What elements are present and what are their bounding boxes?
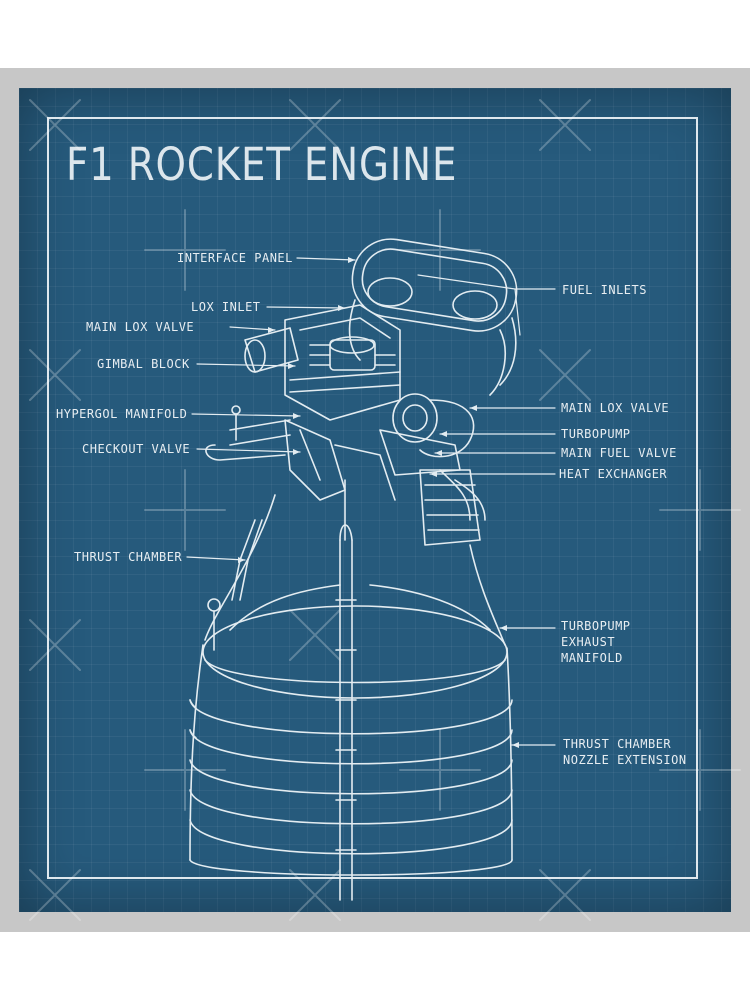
label-heat-exchanger: HEAT EXCHANGER: [559, 467, 668, 481]
label-turbopump-exhaust-manifold: TURBOPUMP EXHAUST MANIFOLD: [561, 618, 631, 666]
label-main-lox-valve-right: MAIN LOX VALVE: [561, 401, 670, 415]
label-interface-panel: INTERFACE PANEL: [177, 251, 293, 265]
label-main-fuel-valve: MAIN FUEL VALVE: [561, 446, 677, 460]
thrust-chamber-bell: [189, 494, 513, 876]
label-main-lox-valve-left: MAIN LOX VALVE: [86, 320, 195, 334]
label-fuel-inlets: FUEL INLETS: [562, 283, 647, 297]
label-line: THRUST CHAMBER: [563, 737, 672, 751]
label-line: MANIFOLD: [561, 651, 623, 665]
fuel-inlets-duct: [348, 238, 518, 396]
label-nozzle-extension: THRUST CHAMBER NOZZLE EXTENSION: [563, 736, 687, 768]
label-hypergol-manifold: HYPERGOL MANIFOLD: [56, 407, 188, 421]
label-line: NOZZLE EXTENSION: [563, 753, 687, 767]
registration-marks: [29, 99, 741, 921]
diagram-title: F1 ROCKET ENGINE: [66, 138, 458, 191]
label-lox-inlet: LOX INLET: [191, 300, 261, 314]
leader-arrowheads: [238, 257, 519, 748]
label-thrust-chamber: THRUST CHAMBER: [74, 550, 183, 564]
leader-lines: [186, 257, 556, 746]
label-line: EXHAUST: [561, 635, 616, 649]
top-margin: [0, 0, 750, 68]
label-turbopump: TURBOPUMP: [561, 427, 631, 441]
blueprint-border: [47, 117, 698, 879]
label-checkout-valve: CHECKOUT VALVE: [82, 442, 191, 456]
bottom-margin: [0, 932, 750, 1000]
label-gimbal-block: GIMBAL BLOCK: [97, 357, 190, 371]
feed-line: [207, 479, 357, 901]
blueprint-sheet: [19, 88, 731, 912]
label-line: TURBOPUMP: [561, 619, 631, 633]
